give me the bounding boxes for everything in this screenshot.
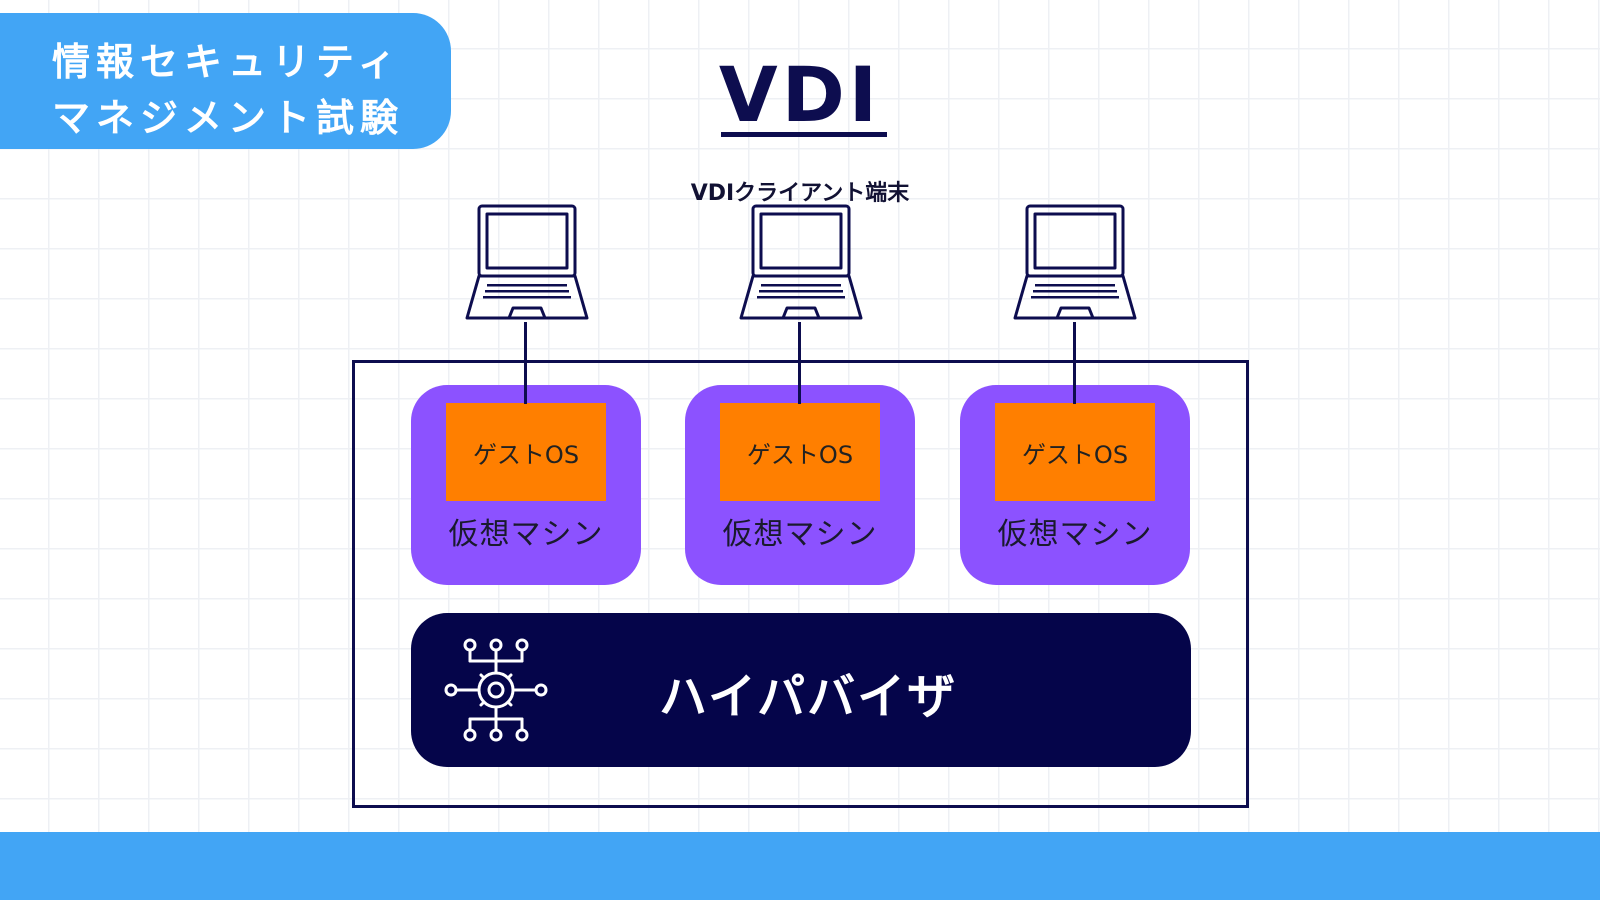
footer-bar: [0, 832, 1600, 900]
virtual-machine: ゲストOS 仮想マシン: [960, 385, 1190, 585]
laptop-icon: [465, 204, 589, 320]
title-underline: [721, 132, 887, 137]
connector-line: [798, 322, 801, 404]
badge-line-2: マネジメント試験: [52, 96, 405, 140]
virtual-machine: ゲストOS 仮想マシン: [685, 385, 915, 585]
connector-line: [524, 322, 527, 404]
badge-line-1: 情報セキュリティ: [52, 40, 402, 84]
diagram-title: VDI: [718, 50, 882, 139]
virtual-machine: ゲストOS 仮想マシン: [411, 385, 641, 585]
laptop-icon: [1013, 204, 1137, 320]
connector-line: [1073, 322, 1076, 404]
client-caption: VDIクライアント端末: [690, 181, 910, 206]
guest-os: ゲストOS: [720, 403, 880, 501]
vm-label: 仮想マシン: [448, 517, 604, 552]
vm-label: 仮想マシン: [722, 517, 878, 552]
exam-badge: 情報セキュリティ マネジメント試験: [0, 13, 451, 149]
hypervisor-label: ハイパバイザ: [659, 669, 958, 725]
guest-os: ゲストOS: [446, 403, 606, 501]
hypervisor-block: ハイパバイザ: [411, 613, 1191, 767]
gear-network-icon: [444, 638, 548, 742]
guest-os: ゲストOS: [995, 403, 1155, 501]
laptop-icon: [739, 204, 863, 320]
vm-label: 仮想マシン: [997, 517, 1153, 552]
